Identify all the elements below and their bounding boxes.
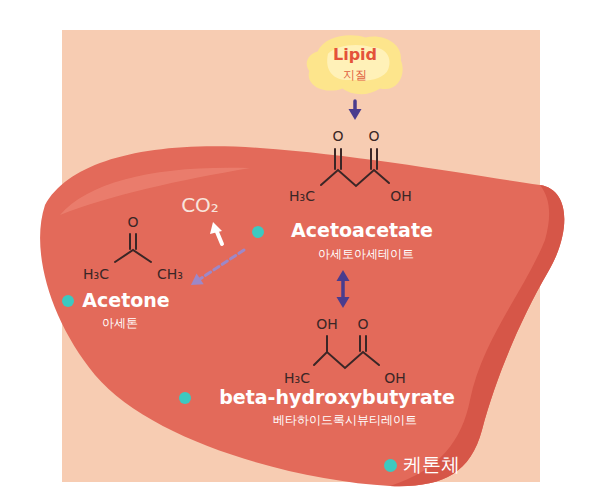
acetone-molecule: O H₃C CH₃ Acetone 아세톤 — [58, 210, 187, 335]
atom-label: O — [332, 128, 343, 144]
lipid-droplet — [303, 32, 407, 97]
liver-shape — [40, 146, 564, 486]
ketone-marker-dot — [252, 226, 264, 238]
atom-label: H₃C — [289, 188, 315, 204]
reaction-arrow — [337, 270, 350, 308]
atom-label: O — [127, 214, 138, 230]
legend-swatch — [384, 459, 397, 472]
molecule-name: Acetoacetate — [291, 220, 433, 242]
legend-text: 케톤체 — [403, 452, 460, 478]
atom-label: OH — [316, 316, 338, 332]
acetoacetate-bonds — [321, 149, 389, 186]
atom-label: O — [368, 128, 379, 144]
liver-highlight — [60, 168, 250, 215]
lipid-blob: Lipid 지질 — [303, 32, 407, 97]
ketone-marker-dot — [62, 295, 74, 307]
korean-name: 베타하이드록시뷰티레이트 — [273, 414, 417, 428]
legend-entry: 케톤체 — [384, 452, 460, 478]
korean-name: 아세토아세테이트 — [318, 248, 414, 262]
atom-label: H₃C — [284, 370, 310, 386]
acetoacetate-molecule: O O H₃C OH Acetoacetate 아세토아세테이트 — [248, 124, 437, 266]
acetone-bonds — [115, 234, 151, 262]
atom-label: H₃C — [83, 266, 109, 282]
co2-release-arrow — [210, 222, 222, 244]
bhb-molecule: OHOH₃COHbeta-hydroxybutyrate베타하이드록시뷰티레이트 — [175, 312, 459, 432]
atom-label: OH — [390, 188, 412, 204]
reaction-arrow — [191, 250, 244, 285]
lipid-korean: 지질 — [343, 69, 367, 83]
reaction-arrow — [349, 101, 362, 120]
bhb-bonds — [314, 336, 379, 368]
molecule-name: Acetone — [82, 290, 169, 312]
lipid-label: Lipid — [333, 46, 377, 64]
ketone-marker-dot — [179, 392, 191, 404]
co2-label: CO₂ — [181, 194, 219, 217]
atom-label: OH — [384, 370, 406, 386]
korean-name: 아세톤 — [102, 317, 138, 331]
atom-label: O — [357, 316, 368, 332]
molecule-name: beta-hydroxybutyrate — [219, 387, 455, 409]
atom-label: CH₃ — [157, 266, 183, 282]
